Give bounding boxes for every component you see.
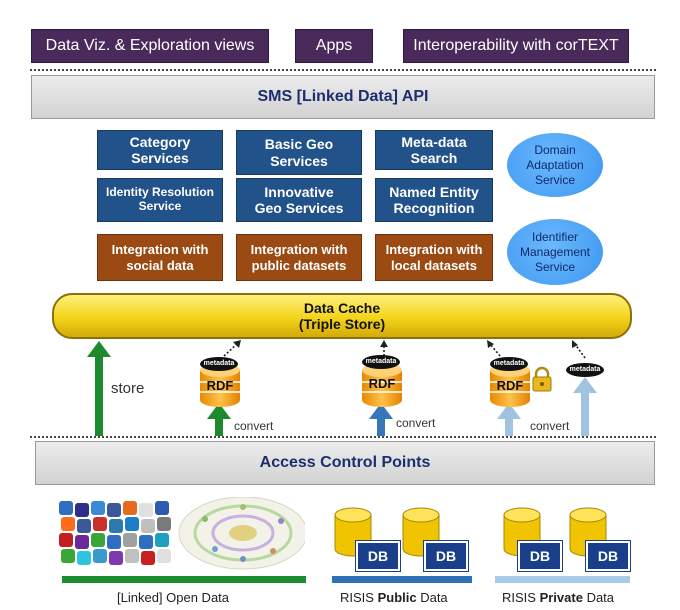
dataviz-views-box: Data Viz. & Exploration views: [31, 29, 269, 63]
basic-geo-line2: Services: [270, 152, 328, 169]
identity-resolution-box: Identity Resolution Service: [97, 178, 223, 222]
integration-social-line1: Integration with: [111, 241, 209, 257]
lock-icon: [532, 366, 552, 392]
social-icons-grid: [59, 501, 171, 565]
identifier-line2: Management: [519, 244, 591, 259]
public-data-bar: [332, 576, 472, 583]
metadata-pill-open: [200, 357, 238, 371]
private-db-label-2: DB: [586, 541, 630, 571]
rdf-label-private: RDF: [496, 378, 524, 393]
open-data-graphics: [59, 497, 305, 570]
store-label: store: [111, 380, 145, 397]
integration-local-line1: Integration with: [385, 241, 483, 257]
access-control-label: Access Control Points: [259, 454, 431, 471]
dotted-arrows: [223, 342, 586, 359]
interoperability-box: Interoperability with corTEXT: [403, 29, 629, 63]
sms-api-bar: SMS [Linked Data] API: [31, 75, 655, 119]
direct-arrow-private: [573, 377, 597, 436]
integration-social-box: Integration with social data: [97, 234, 223, 281]
category-services-line1: Category: [129, 133, 191, 150]
dataviz-views-label: Data Viz. & Exploration views: [45, 37, 255, 54]
identifier-line3: Service: [534, 259, 575, 274]
open-data-bar: [62, 576, 306, 583]
private-data-bar: [495, 576, 630, 583]
top-divider: [30, 69, 656, 71]
identifier-management-ellipse: Identifier Management Service: [507, 219, 603, 285]
innovative-geo-line1: Innovative: [264, 183, 334, 200]
rdf-label-public: RDF: [368, 376, 396, 391]
metadata-pill-private: [490, 357, 528, 371]
metadata-search-line1: Meta-data: [401, 133, 467, 150]
metadata-pill-direct: [566, 363, 604, 377]
bottom-divider: [30, 436, 656, 438]
public-data-label: RISIS Public Data: [340, 590, 448, 605]
dotted-arrowheads: [233, 340, 578, 348]
convert-arrow-private: [497, 403, 521, 436]
public-data-label-pre: RISIS: [340, 590, 378, 605]
access-control-bar: Access Control Points: [35, 441, 655, 485]
data-cache-line1: Data Cache: [303, 300, 381, 316]
metadata-label-public: metadata: [365, 358, 397, 365]
public-data-label-post: Data: [416, 590, 448, 605]
convert-label-public: convert: [396, 416, 436, 430]
integration-public-line2: public datasets: [251, 257, 347, 273]
basic-geo-services-box: Basic Geo Services: [236, 130, 362, 175]
apps-label: Apps: [315, 37, 353, 54]
rdf-label-open: RDF: [206, 378, 234, 393]
named-entity-box: Named Entity Recognition: [375, 178, 493, 222]
innovative-geo-line2: Geo Services: [254, 200, 344, 216]
open-data-label: [Linked] Open Data: [117, 590, 230, 605]
apps-box: Apps: [295, 29, 373, 63]
data-cache-line2: (Triple Store): [298, 316, 386, 332]
integration-local-line2: local datasets: [391, 257, 477, 273]
public-db-label-2: DB: [424, 541, 468, 571]
public-db-label-1: DB: [356, 541, 400, 571]
identity-line2: Service: [138, 199, 182, 213]
public-data-label-bold: Public: [377, 590, 417, 605]
domain-adaptation-ellipse: Domain Adaptation Service: [507, 133, 603, 197]
linked-open-data-network: [178, 497, 305, 570]
domain-line3: Service: [534, 172, 575, 187]
sms-api-label: SMS [Linked Data] API: [257, 88, 429, 105]
private-data-label-pre: RISIS: [502, 590, 540, 605]
integration-public-line1: Integration with: [250, 241, 348, 257]
identifier-line1: Identifier: [531, 229, 579, 244]
ner-line1: Named Entity: [389, 183, 479, 200]
integration-public-box: Integration with public datasets: [236, 234, 362, 281]
convert-arrow-open: [207, 403, 231, 436]
metadata-label-direct: metadata: [569, 366, 601, 373]
basic-geo-line1: Basic Geo: [264, 136, 334, 153]
store-arrow: [87, 341, 111, 436]
data-cache-bar: Data Cache (Triple Store): [52, 293, 632, 339]
ner-line2: Recognition: [393, 200, 475, 216]
convert-label-open: convert: [234, 419, 274, 433]
integration-local-box: Integration with local datasets: [375, 234, 493, 281]
private-data-label: RISIS Private Data: [502, 590, 614, 605]
metadata-search-box: Meta-data Search: [375, 130, 493, 170]
identity-line1: Identity Resolution: [106, 185, 214, 200]
convert-arrow-public: [369, 403, 393, 436]
private-data-label-bold: Private: [539, 590, 583, 605]
category-services-line2: Services: [131, 150, 189, 166]
private-db-label-1: DB: [518, 541, 562, 571]
integration-social-line2: social data: [126, 257, 194, 273]
metadata-label-open: metadata: [203, 360, 235, 367]
metadata-search-line2: Search: [410, 150, 458, 166]
domain-line2: Adaptation: [526, 157, 584, 172]
metadata-label-private: metadata: [493, 360, 525, 367]
convert-label-private: convert: [530, 419, 570, 433]
interoperability-label: Interoperability with corTEXT: [413, 37, 619, 54]
metadata-pill-public: [362, 355, 400, 369]
private-data-label-post: Data: [582, 590, 615, 605]
category-services-box: Category Services: [97, 130, 223, 170]
domain-line1: Domain: [534, 142, 576, 157]
innovative-geo-box: Innovative Geo Services: [236, 178, 362, 222]
